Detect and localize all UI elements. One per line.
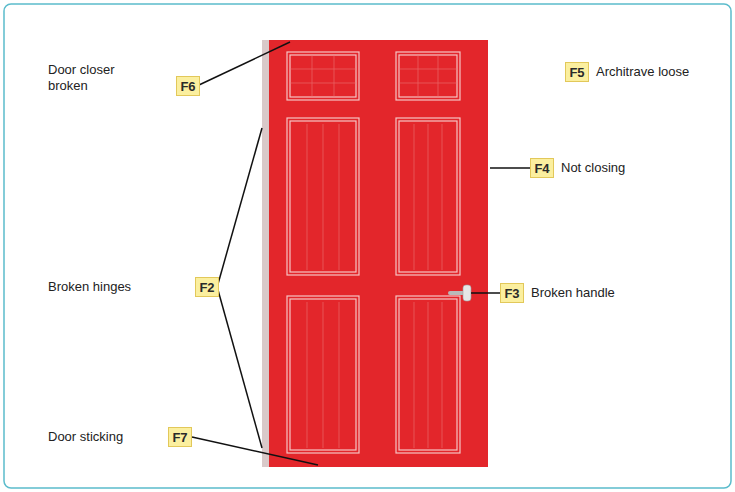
panel-texture	[290, 55, 457, 448]
door-handle	[448, 285, 471, 301]
callout-number: F7	[172, 430, 187, 445]
fault-label: Door sticking	[48, 429, 123, 445]
callout-number: F6	[180, 79, 195, 94]
callout-box: F3	[500, 283, 524, 303]
fault-label: Not closing	[561, 160, 625, 176]
callout-box: F5	[565, 62, 589, 82]
callout-box: F4	[530, 158, 554, 178]
fault-label: Door closer broken	[48, 62, 138, 94]
callout-box: F7	[168, 427, 192, 447]
callout-number: F2	[199, 280, 214, 295]
callout-number: F5	[569, 65, 584, 80]
door-panels	[287, 52, 460, 453]
door	[262, 40, 488, 467]
fault-label: Architrave loose	[596, 64, 689, 80]
frame	[4, 4, 731, 488]
leader-lines	[192, 42, 530, 465]
fault-label: Broken hinges	[48, 279, 131, 295]
callout-box: F2	[195, 277, 219, 297]
callout-box: F6	[176, 76, 200, 96]
callout-number: F3	[504, 286, 519, 301]
door-edge	[262, 40, 269, 467]
callout-number: F4	[534, 161, 549, 176]
fault-label: Broken handle	[531, 285, 615, 301]
door-leaf	[262, 40, 488, 467]
